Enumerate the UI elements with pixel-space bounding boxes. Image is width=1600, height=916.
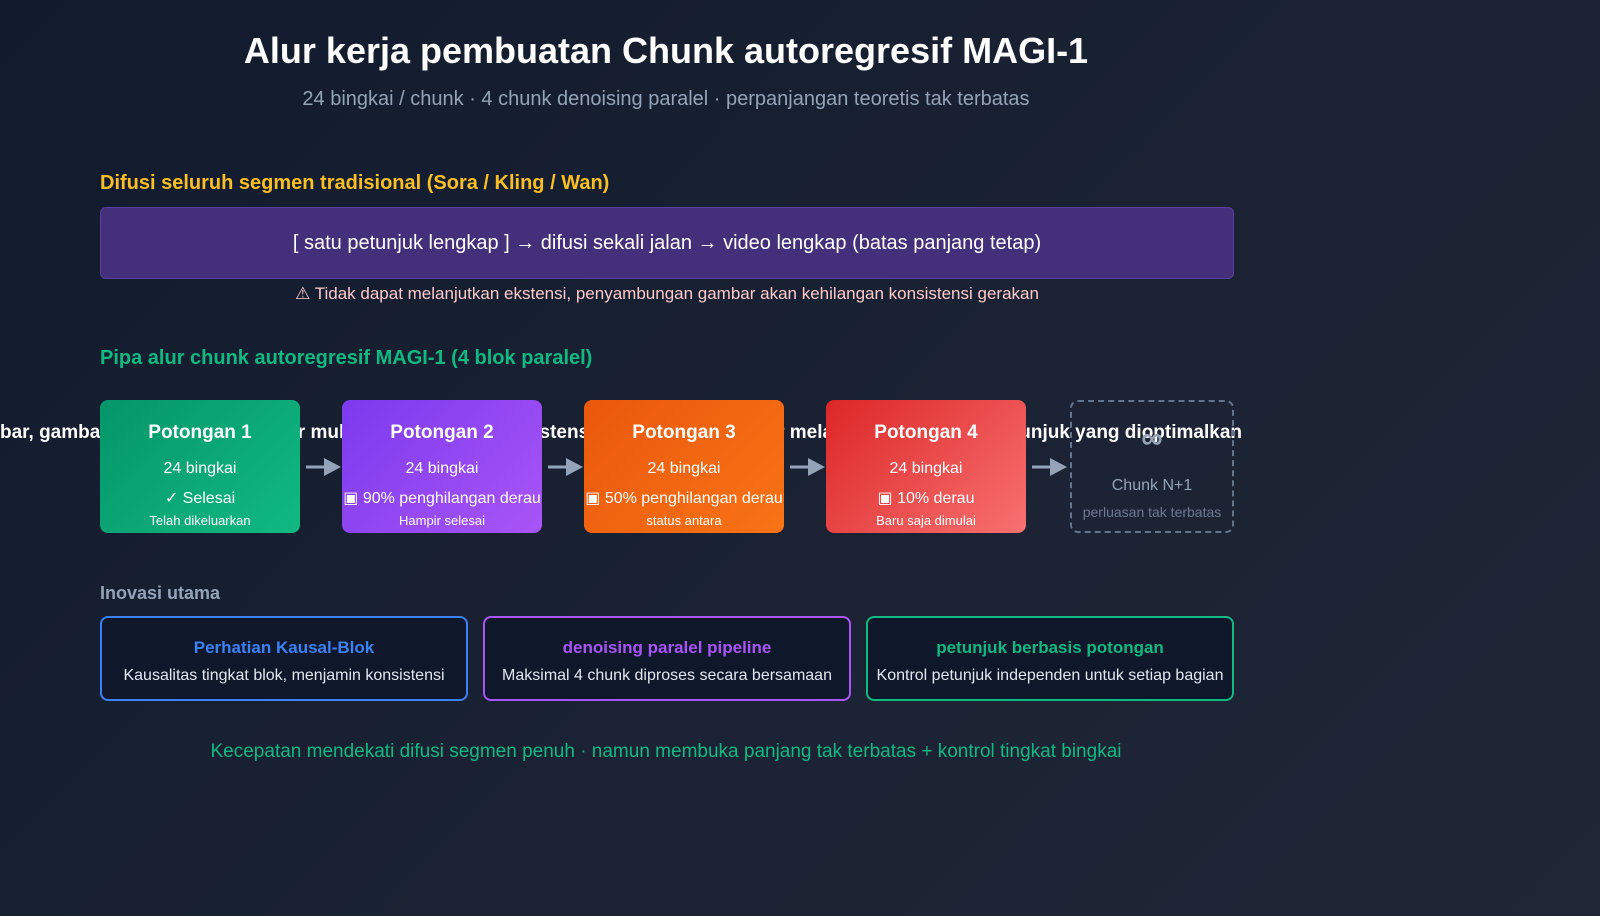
traditional-flow-text: [ satu petunjuk lengkap ] → difusi sekal… (292, 231, 1042, 254)
card-title: petunjuk berbasis potongan (936, 638, 1164, 657)
pipeline-heading: Pipa alur chunk autoregresif MAGI-1 (4 b… (100, 347, 593, 369)
traditional-warning: ⚠ Tidak dapat melanjutkan ekstensi, peny… (295, 284, 1039, 303)
traditional-heading: Difusi seluruh segmen tradisional (Sora … (100, 172, 610, 194)
card-title: denoising paralel pipeline (562, 638, 772, 657)
card-description: Maksimal 4 chunk diproses secara bersama… (502, 667, 832, 684)
chunk-frames: 24 bingkai (405, 460, 479, 477)
chunk-note: status antara (646, 513, 722, 528)
chunk-infinite-label: Chunk N+1 (1111, 477, 1193, 494)
card-title: Perhatian Kausal-Blok (193, 638, 375, 657)
chunk-state: ▣ 10% derau (877, 490, 975, 507)
chunk-note: Hampir selesai (399, 513, 485, 528)
innovation-card-block-causal: Perhatian Kausal-Blok Kausalitas tingkat… (100, 616, 468, 701)
chunk-infinite-note: perluasan tak terbatas (1082, 504, 1222, 520)
chunk-note: Telah dikeluarkan (149, 513, 251, 528)
chunk-frames: 24 bingkai (889, 460, 963, 477)
chunk-title: Potongan 1 (148, 422, 252, 443)
chunk-title: Potongan 4 (874, 422, 978, 443)
innovation-card-parallel-denoising: denoising paralel pipeline Maksimal 4 ch… (483, 616, 851, 701)
arrow-right-icon (306, 458, 341, 476)
infinity-icon: ∞ (1141, 422, 1163, 455)
page-title: Alur kerja pembuatan Chunk autoregresif … (243, 30, 1089, 71)
arrow-right-icon (1032, 458, 1067, 476)
traditional-flow-bar: [ satu petunjuk lengkap ] → difusi sekal… (100, 207, 1234, 279)
chunk-note: Baru saja dimulai (876, 513, 976, 528)
chunk-frames: 24 bingkai (163, 460, 237, 477)
arrow-right-icon (548, 458, 583, 476)
innovations-heading: Inovasi utama (100, 583, 221, 603)
chunk-infinite-box: ∞ Chunk N+1 perluasan tak terbatas (1070, 400, 1234, 533)
chunk-state: ✓ Selesai (164, 490, 236, 507)
innovation-card-chunk-prompt: petunjuk berbasis potongan Kontrol petun… (866, 616, 1234, 701)
chunk-title: Potongan 2 (390, 422, 494, 443)
chunk-frames: 24 bingkai (647, 460, 721, 477)
chunk-state: ▣ 90% penghilangan derau (343, 490, 541, 507)
footer-summary: Kecepatan mendekati difusi segmen penuh … (210, 741, 1122, 762)
chunk-2-box: Potongan 2 24 bingkai ▣ 90% penghilangan… (342, 400, 542, 533)
chunk-1-box: Potongan 1 24 bingkai ✓ Selesai Telah di… (100, 400, 300, 533)
card-description: Kausalitas tingkat blok, menjamin konsis… (123, 667, 445, 684)
chunk-title: Potongan 3 (632, 422, 736, 443)
chunk-4-box: Potongan 4 24 bingkai ▣ 10% derau Baru s… (826, 400, 1026, 533)
chunk-3-box: Potongan 3 24 bingkai ▣ 50% penghilangan… (584, 400, 784, 533)
arrow-right-icon (790, 458, 825, 476)
page-subtitle: 24 bingkai / chunk · 4 chunk denoising p… (302, 88, 1030, 110)
chunk-state: ▣ 50% penghilangan derau (585, 490, 783, 507)
card-description: Kontrol petunjuk independen untuk setiap… (876, 667, 1224, 684)
